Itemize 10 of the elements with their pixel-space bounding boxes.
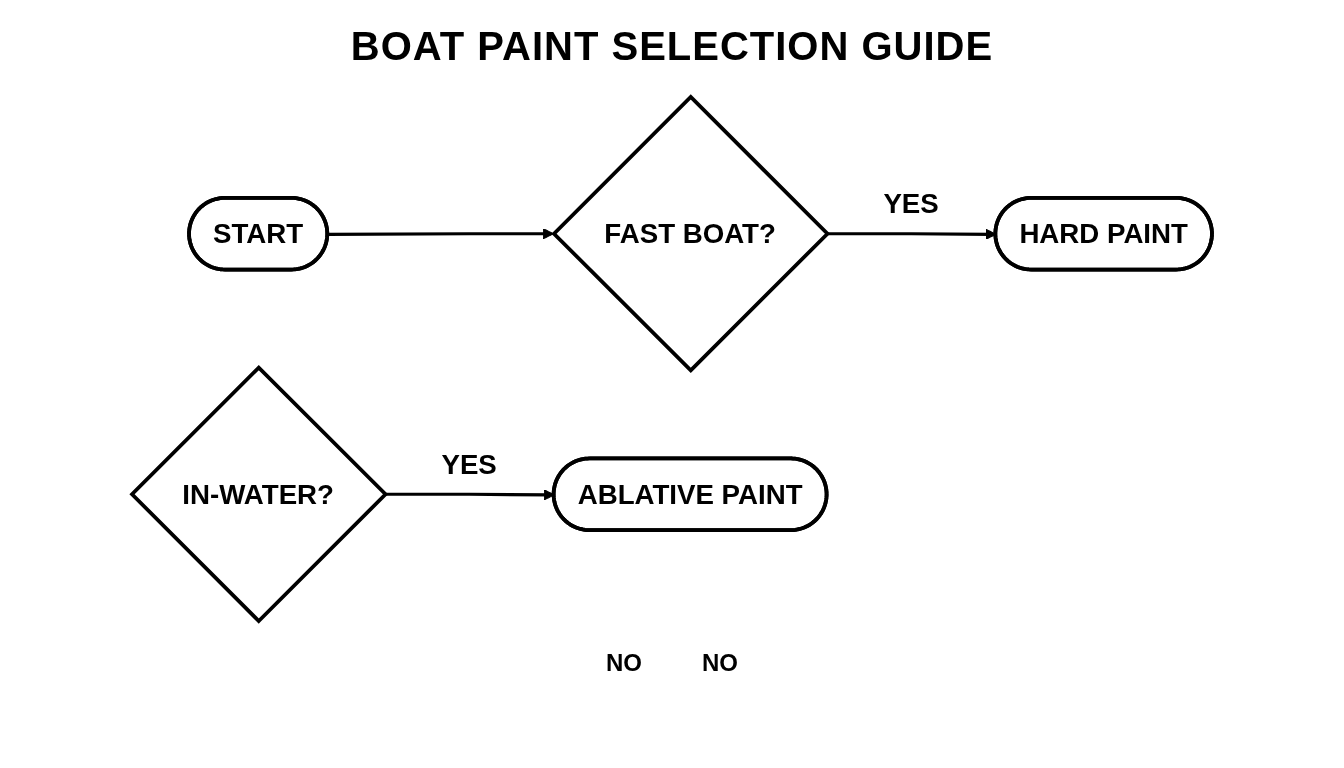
label-text: NO bbox=[702, 649, 738, 677]
title: BOAT PAINT SELECTION GUIDE bbox=[350, 24, 994, 69]
decision-diamond: FAST BOAT? bbox=[551, 94, 831, 374]
decision-diamond: IN-WATER? bbox=[129, 364, 389, 624]
label-text: NO bbox=[606, 649, 642, 677]
edge-label: YES bbox=[441, 448, 497, 480]
rounded-box: START bbox=[187, 196, 330, 272]
edge-label: YES bbox=[883, 187, 939, 220]
rounded-box: HARD PAINT bbox=[993, 196, 1214, 272]
rounded-box: ABLATIVE PAINT bbox=[551, 456, 829, 532]
